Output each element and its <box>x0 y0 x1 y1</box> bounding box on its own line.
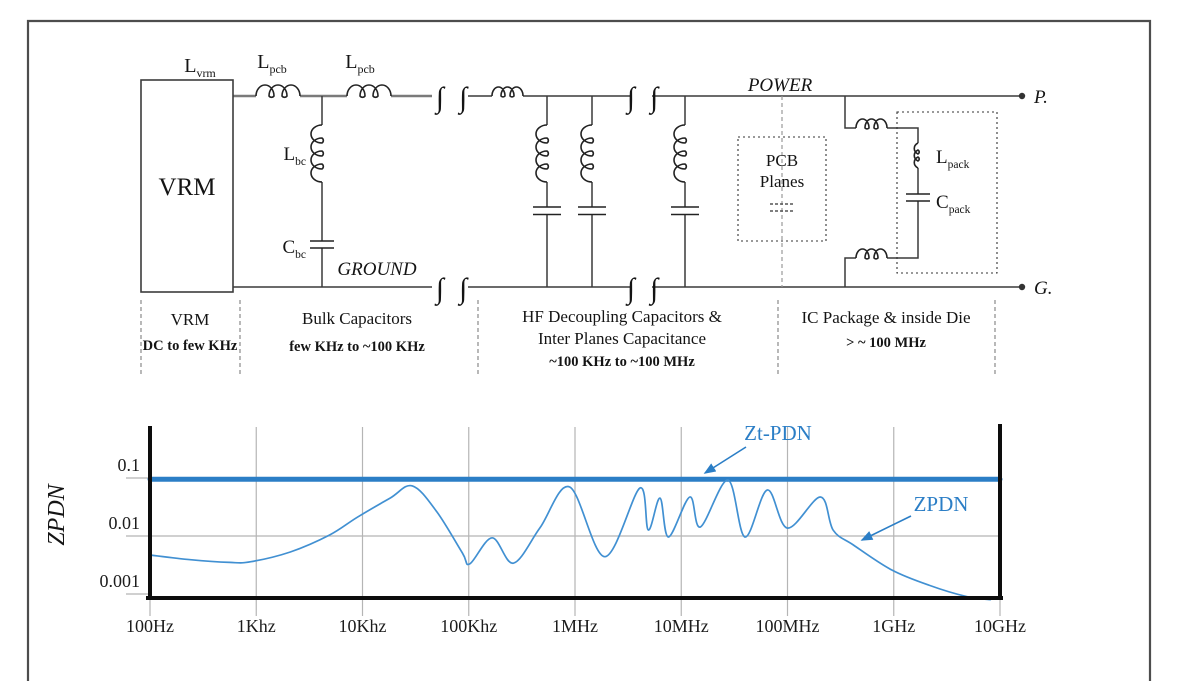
pcb-planes-label: PCB <box>766 151 798 170</box>
inductor-symbol <box>855 118 888 130</box>
ic-package-network <box>844 96 998 287</box>
legend-pdn-impedance: ZPDN <box>914 492 969 516</box>
section-range: > ~ 100 MHz <box>846 335 926 351</box>
vrm-box <box>140 79 234 293</box>
x-tick-label: 10Khz <box>339 616 387 636</box>
terminal-dot <box>1018 283 1026 291</box>
inductor-symbol <box>346 84 392 99</box>
x-tick-label: 1MHz <box>552 616 598 636</box>
annotation-arrow <box>860 515 912 541</box>
section-range: ~100 KHz to ~100 MHz <box>549 354 695 370</box>
chart-plot-area: 100Hz 1Khz 10Khz 100Khz 1MHz 10MHz 100MHz 1GHz 1… <box>100 427 1026 636</box>
capacitor-symbol <box>577 206 607 216</box>
inductor-symbol <box>535 124 550 183</box>
x-tick-label: 10GHz <box>974 616 1026 636</box>
x-tick-label: 10MHz <box>654 616 709 636</box>
ground-terminal-label: G. <box>1034 278 1052 299</box>
x-tick-label: 100Hz <box>126 616 174 636</box>
legend-target-impedance: Zt-PDN <box>744 421 812 445</box>
line-break-icon: ∫ ∫ <box>625 82 662 115</box>
section-range: DC to few KHz <box>143 338 238 354</box>
pcb-planes-box <box>737 136 827 242</box>
label-l-bc: Lbc <box>284 144 306 168</box>
section-title: VRM <box>171 310 210 329</box>
vrm-box-label: VRM <box>159 174 216 201</box>
y-axis-title: ZPDN <box>44 482 70 545</box>
section-title: Bulk Capacitors <box>302 309 412 328</box>
annotation-arrow <box>703 446 747 474</box>
capacitor-symbol <box>905 193 931 202</box>
label-l-pcb: Lpcb <box>257 51 287 76</box>
section-title: Inter Planes Capacitance <box>538 329 706 348</box>
inductor-symbol <box>255 84 301 99</box>
y-tick-label: 0.001 <box>100 571 141 591</box>
inductor-symbol <box>491 86 524 98</box>
section-caption-bulk: Bulk Capacitors few KHz to ~100 KHz <box>289 309 425 355</box>
section-caption-hf: HF Decoupling Capacitors & Inter Planes … <box>522 307 722 370</box>
power-terminal-label: P. <box>1033 87 1048 108</box>
inductor-symbol <box>673 124 688 183</box>
label-c-bc: Cbc <box>282 237 306 261</box>
section-range: few KHz to ~100 KHz <box>289 339 425 355</box>
series-zpdn <box>149 479 992 601</box>
capacitor-symbol <box>670 206 700 216</box>
section-title: IC Package & inside Die <box>801 308 970 327</box>
section-caption-vrm: VRM DC to few KHz <box>143 310 238 354</box>
decoupling-branch <box>670 96 700 287</box>
x-tick-label: 100Khz <box>440 616 497 636</box>
label-c-pack: Cpack <box>936 192 971 216</box>
label-l-pcb: Lpcb <box>345 51 375 76</box>
capacitor-symbol <box>309 240 335 249</box>
section-title: HF Decoupling Capacitors & <box>522 307 722 326</box>
ground-rail-label: GROUND <box>337 259 416 280</box>
y-tick-label: 0.1 <box>118 455 141 475</box>
decoupling-branch <box>577 96 607 287</box>
line-break-icon: ∫ ∫ <box>625 273 662 306</box>
line-break-icon: ∫ ∫ <box>434 82 471 115</box>
x-tick-label: 1GHz <box>872 616 915 636</box>
x-tick-label: 1Khz <box>237 616 276 636</box>
pcb-planes-label: Planes <box>760 172 804 191</box>
y-tick-label: 0.01 <box>109 513 141 533</box>
section-caption-package: IC Package & inside Die > ~ 100 MHz <box>801 308 970 351</box>
capacitor-symbol <box>532 206 562 216</box>
section-dividers <box>140 300 996 374</box>
figure-border <box>26 19 1152 681</box>
inductor-symbol <box>310 124 325 183</box>
inductor-symbol <box>913 142 921 169</box>
inductor-symbol <box>855 248 888 260</box>
decoupling-branch <box>532 96 562 287</box>
terminal-dot <box>1018 92 1026 100</box>
power-rail-label: POWER <box>747 75 813 96</box>
die-boundary-box <box>896 111 998 274</box>
circuit-schematic: VRM ∫ ∫ ∫ ∫ ∫ ∫ ∫ ∫ <box>140 51 1052 374</box>
inductor-symbol <box>580 124 595 183</box>
line-break-icon: ∫ ∫ <box>434 273 471 306</box>
x-tick-label: 100MHz <box>756 616 820 636</box>
label-l-pack: Lpack <box>936 147 970 171</box>
label-l-vrm: Lvrm <box>184 55 216 80</box>
impedance-chart: 100Hz 1Khz 10Khz 100Khz 1MHz 10MHz 100MHz 1GHz 1… <box>44 421 1026 636</box>
